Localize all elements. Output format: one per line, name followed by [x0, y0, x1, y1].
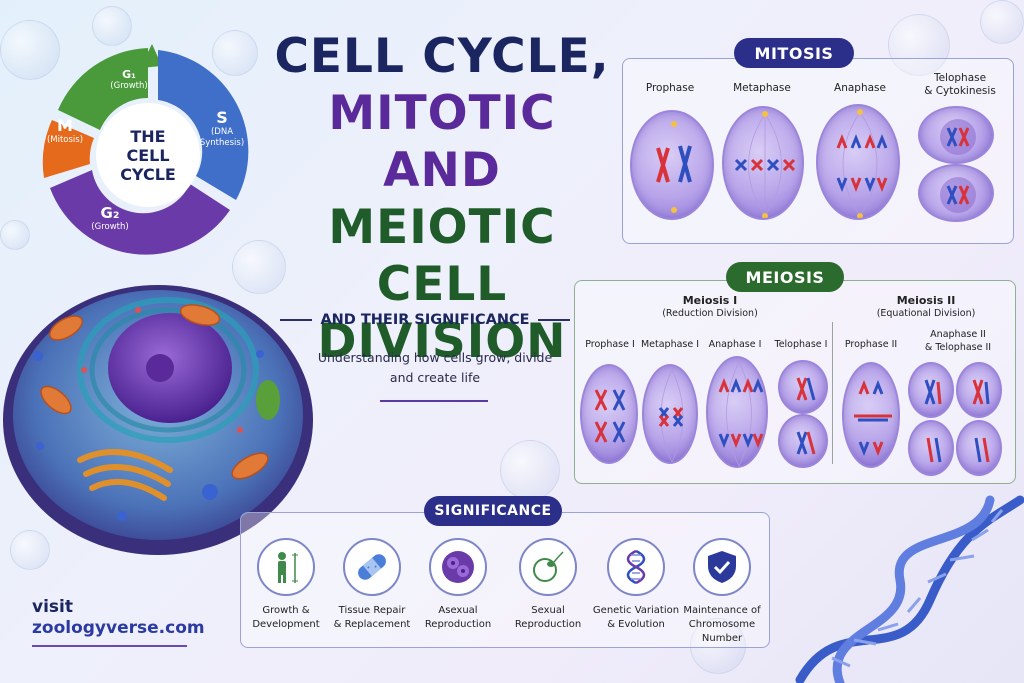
s-label: S (DNA Synthesis): [199, 108, 245, 148]
phase-label: Anaphase II & Telophase II: [924, 329, 992, 353]
sperm-egg-icon: [519, 538, 577, 596]
meiosis2-cell: [956, 362, 1002, 418]
divider: [280, 319, 313, 321]
subtitle-row: AND THEIR SIGNIFICANCE: [280, 312, 571, 328]
significance-item: Tissue Repair& Replacement: [322, 538, 422, 632]
m-label: M (Mitosis): [46, 116, 84, 145]
title-line: DIVISION: [317, 314, 567, 369]
m-segment: [42, 120, 94, 178]
phase-label: Telophase I: [774, 339, 828, 350]
bg-bubble: [92, 6, 132, 46]
phase-label: Telophase & Cytokinesis: [924, 72, 996, 97]
title-line: MEIOTIC CELL: [328, 200, 556, 312]
cycle-center-text: CELL: [126, 145, 170, 165]
bg-bubble: [0, 20, 60, 80]
bg-bubble: [980, 0, 1024, 44]
animal-cell-svg: [3, 285, 313, 555]
metaphase1-cell: [642, 364, 698, 464]
telophase-cell-bottom: [918, 164, 994, 222]
prophase2-cell: [842, 362, 900, 468]
phase-label: Anaphase: [834, 82, 886, 94]
divider: [832, 322, 833, 464]
dna-helix-illustration: [780, 490, 1024, 683]
meiosis2-heading: Meiosis II (Equational Division): [876, 294, 976, 319]
dna-icon: [607, 538, 665, 596]
growth-icon: [257, 538, 315, 596]
animal-cell-illustration: [0, 270, 320, 570]
meiosis2-cell: [956, 420, 1002, 476]
significance-item: Growth &Development: [236, 538, 336, 632]
bandage-icon: [343, 538, 401, 596]
telophase-cell-top: [918, 106, 994, 164]
cell-cycle-diagram: THE CELL CYCLE G₁ (Growth) S (DNA Synthe…: [30, 38, 266, 264]
g1-arrowhead: [140, 44, 162, 68]
g1-segment: [58, 48, 148, 130]
main-title: CELL CYCLE, MITOTIC AND MEIOTIC CELL DIV…: [262, 28, 622, 370]
phase-label: Prophase: [645, 82, 695, 94]
phase-label: Metaphase: [733, 82, 791, 94]
meiosis-title: MEIOSIS: [726, 262, 844, 292]
tagline: Understanding how cells grow, divide and…: [317, 350, 553, 385]
telophase1-cell-top: [778, 360, 828, 414]
bg-bubble: [212, 30, 258, 76]
anaphase-cell: [816, 104, 900, 220]
s-segment: [158, 50, 249, 200]
cycle-center-text: CYCLE: [120, 164, 176, 184]
g1-label: G₁ (Growth): [110, 68, 148, 91]
metaphase-cell: [722, 106, 804, 220]
cells-icon: [429, 538, 487, 596]
significance-title: SIGNIFICANCE: [424, 496, 562, 526]
subtitle: AND THEIR SIGNIFICANCE: [320, 312, 530, 328]
meiosis2-cell: [908, 362, 954, 418]
divider: [32, 645, 187, 647]
title-line: MITOTIC AND: [328, 86, 556, 198]
cell-cycle-ring: [42, 44, 249, 255]
phase-label: Anaphase I: [708, 339, 762, 350]
bg-bubble: [690, 618, 746, 674]
prophase1-cell: [580, 364, 638, 464]
bg-bubble: [0, 220, 30, 250]
meiosis1-heading: Meiosis I (Reduction Division): [662, 294, 758, 319]
significance-panel: [240, 512, 770, 648]
anaphase1-cell: [706, 356, 768, 468]
significance-item: Genetic Variation& Evolution: [586, 538, 686, 632]
divider: [380, 400, 488, 402]
prophase-cell: [630, 110, 714, 220]
phase-label: Prophase I: [585, 339, 635, 350]
shield-check-icon: [693, 538, 751, 596]
cycle-center: THE CELL CYCLE: [96, 103, 200, 207]
bg-bubble: [888, 14, 950, 76]
phase-label: Metaphase I: [640, 339, 700, 350]
phase-label: Prophase II: [844, 339, 898, 350]
bg-bubble: [500, 440, 560, 500]
meiosis2-cell: [908, 420, 954, 476]
bg-bubble: [10, 530, 50, 570]
divider: [537, 319, 571, 321]
mitosis-title: MITOSIS: [734, 38, 854, 68]
g2-label: G₂ (Growth): [91, 204, 129, 232]
title-line: CELL CYCLE,: [274, 29, 610, 84]
cycle-center-text: THE: [130, 126, 166, 146]
bg-bubble: [232, 240, 286, 294]
telophase1-cell-bottom: [778, 414, 828, 468]
website-credit: visit zoologyverse.com: [32, 597, 205, 638]
g2-segment: [50, 170, 230, 255]
website-link[interactable]: zoologyverse.com: [32, 618, 205, 638]
